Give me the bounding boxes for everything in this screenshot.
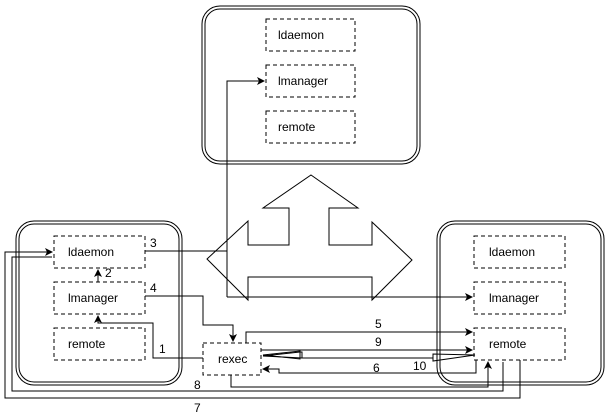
left-remote-label: remote bbox=[68, 337, 106, 351]
top-lmanager: lmanager bbox=[265, 64, 356, 98]
right-lmanager-label: lmanager bbox=[489, 291, 539, 305]
conn-6-label: 6 bbox=[373, 361, 380, 375]
conn-10-arrowhead bbox=[262, 350, 301, 360]
right-ldaemon: ldaemon bbox=[473, 235, 566, 269]
left-remote-box bbox=[53, 327, 146, 361]
conn-7-label: 7 bbox=[194, 401, 201, 415]
top-remote-label: remote bbox=[278, 120, 316, 134]
conn-1-label: 1 bbox=[159, 342, 166, 356]
host-top-inner-border bbox=[204, 8, 418, 162]
right-remote: remote bbox=[473, 327, 566, 361]
conn-1-line bbox=[94, 315, 203, 359]
conn-2-label: 2 bbox=[105, 266, 112, 280]
conn-4-label: 4 bbox=[150, 281, 157, 295]
top-ldaemon-box bbox=[265, 18, 356, 52]
host-left-inner-border bbox=[18, 223, 180, 383]
rexec-box bbox=[202, 342, 262, 376]
conn-10-label: 10 bbox=[413, 359, 427, 373]
conn-6-line bbox=[262, 360, 477, 374]
top-remote-box bbox=[265, 110, 356, 144]
network-arrow bbox=[206, 174, 413, 302]
line-to-top-lmanager bbox=[226, 77, 265, 297]
right-remote-label: remote bbox=[489, 337, 527, 351]
conn-7-line bbox=[4, 248, 521, 399]
conn-10-line bbox=[262, 351, 476, 362]
top-lmanager-label: lmanager bbox=[278, 74, 328, 88]
top-ldaemon-label: ldaemon bbox=[278, 28, 324, 42]
top-remote: remote bbox=[265, 110, 356, 144]
left-lmanager-label: lmanager bbox=[68, 291, 118, 305]
host-top: ldaemon lmanager remote bbox=[201, 5, 421, 165]
top-ldaemon: ldaemon bbox=[265, 18, 356, 52]
rexec: rexec bbox=[202, 342, 262, 376]
conn-4-line bbox=[145, 295, 237, 342]
left-ldaemon-label: ldaemon bbox=[68, 245, 114, 259]
right-ldaemon-box bbox=[473, 235, 566, 269]
left-lmanager: lmanager bbox=[53, 281, 146, 315]
right-lmanager: lmanager bbox=[473, 281, 566, 315]
host-top-outer-border bbox=[201, 5, 421, 165]
right-lmanager-box bbox=[473, 281, 566, 315]
conn-8-label: 8 bbox=[194, 378, 201, 392]
left-ldaemon: ldaemon bbox=[53, 235, 146, 269]
right-ldaemon-label: ldaemon bbox=[489, 245, 535, 259]
top-lmanager-box bbox=[265, 64, 356, 98]
conn-8-line bbox=[230, 361, 492, 388]
conn-5-line bbox=[245, 328, 473, 343]
host-left-outer-border bbox=[15, 220, 183, 386]
conn-9-label: 9 bbox=[375, 335, 382, 349]
left-lmanager-box bbox=[53, 281, 146, 315]
left-ldaemon-box bbox=[53, 235, 146, 269]
conn-5-label: 5 bbox=[375, 317, 382, 331]
host-left: ldaemon lmanager remote bbox=[15, 220, 183, 386]
left-remote: remote bbox=[53, 327, 146, 361]
right-remote-box bbox=[473, 327, 566, 361]
conn-8b-line bbox=[11, 256, 504, 392]
conn-3-label: 3 bbox=[150, 236, 157, 250]
rexec-label: rexec bbox=[218, 352, 247, 366]
